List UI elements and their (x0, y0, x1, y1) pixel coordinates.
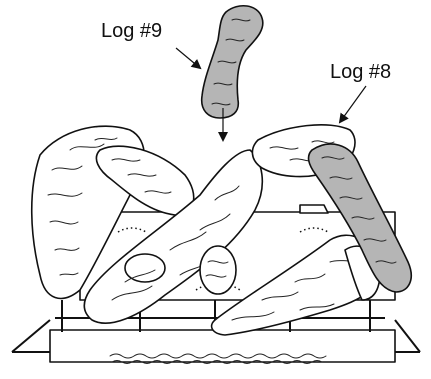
log-9 (202, 6, 263, 118)
